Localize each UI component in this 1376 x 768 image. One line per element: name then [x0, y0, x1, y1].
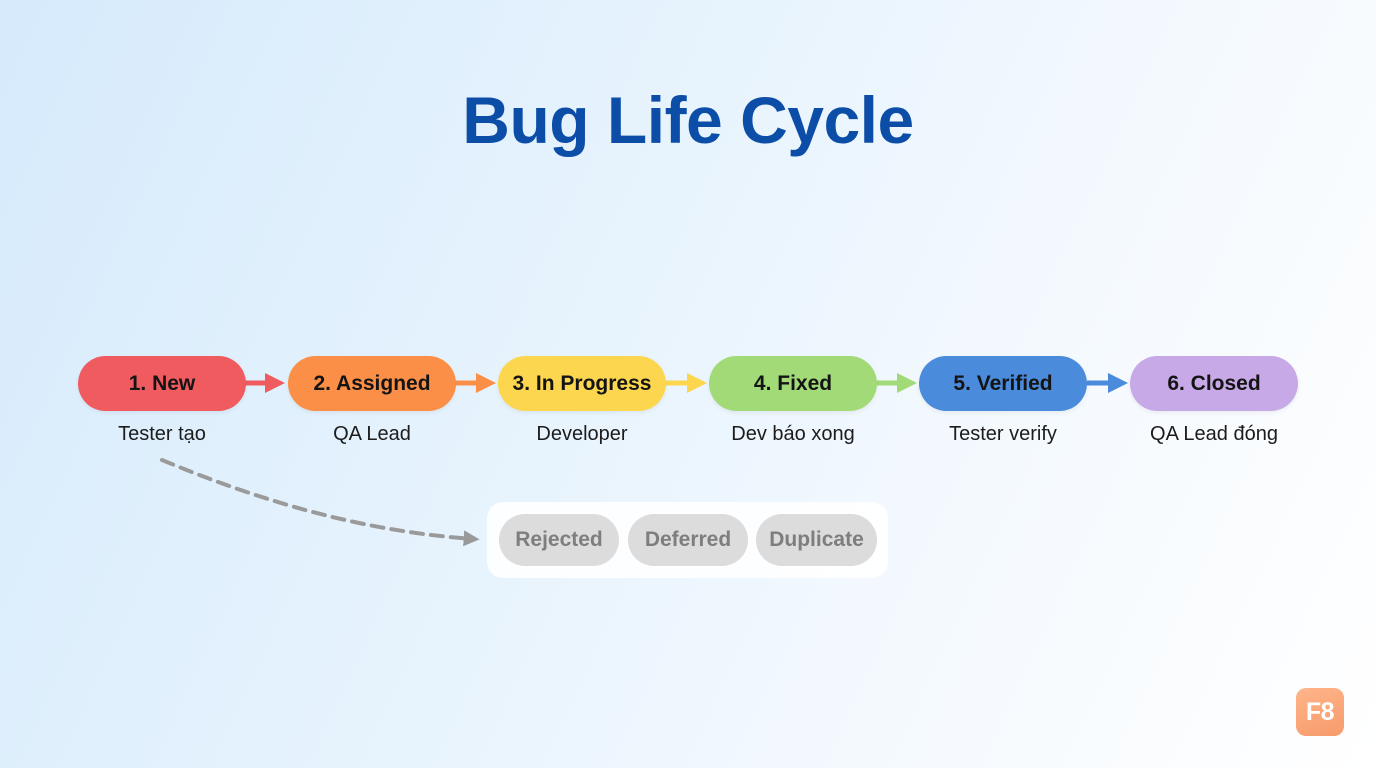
- stage-closed: 6. Closed: [1130, 356, 1298, 411]
- stage-actor-verified: Tester verify: [949, 423, 1057, 445]
- stage-actor-in-progress: Developer: [536, 423, 628, 445]
- stage-assigned: 2. Assigned: [288, 356, 456, 411]
- terminal-state-rejected: Rejected: [499, 514, 619, 566]
- stage-new: 1. New: [78, 356, 246, 411]
- stage-verified: 5. Verified: [919, 356, 1087, 411]
- stage-actor-fixed: Dev báo xong: [731, 423, 855, 445]
- stage-actor-new: Tester tạo: [118, 423, 206, 445]
- stage-in-progress: 3. In Progress: [498, 356, 666, 411]
- stage-actor-closed: QA Lead đóng: [1150, 423, 1278, 445]
- arrow-new-to-terminal-states: [160, 458, 480, 547]
- f8-logo: F8: [1296, 688, 1344, 736]
- page-title: Bug Life Cycle: [462, 83, 914, 157]
- terminal-state-duplicate: Duplicate: [756, 514, 877, 566]
- terminal-state-deferred: Deferred: [628, 514, 748, 566]
- stage-actor-assigned: QA Lead: [333, 423, 411, 445]
- stage-fixed: 4. Fixed: [709, 356, 877, 411]
